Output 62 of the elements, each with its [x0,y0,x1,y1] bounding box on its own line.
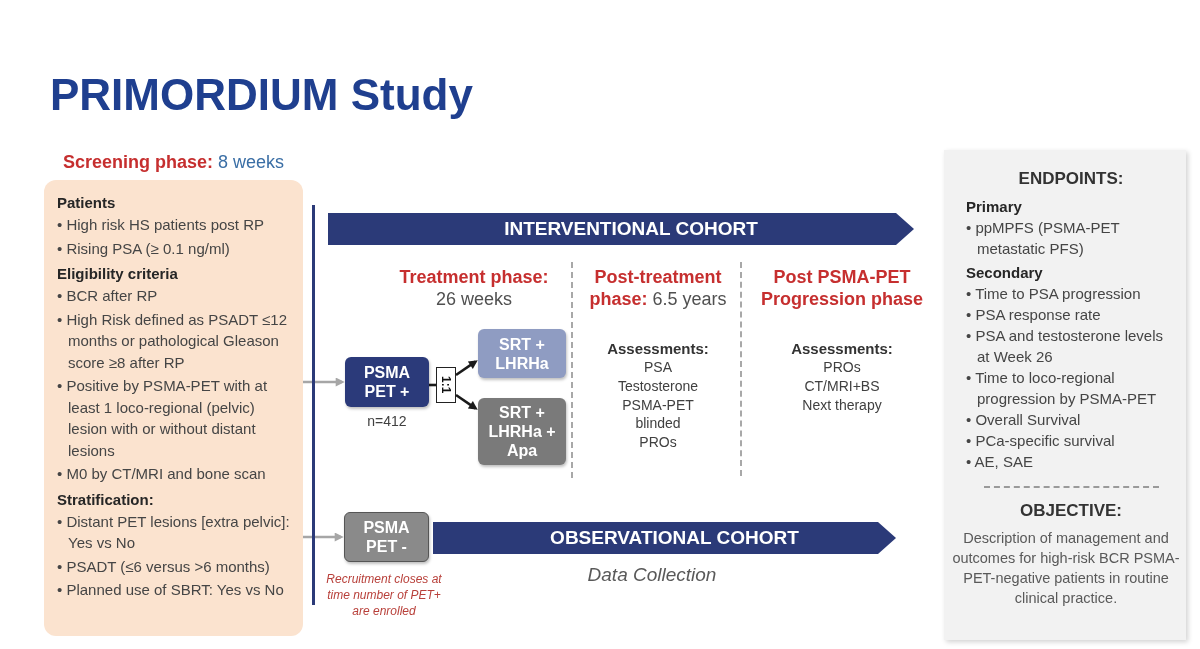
list-item: • BCR after RP [57,286,158,306]
list-item: • PCa-specific survival [966,431,1115,451]
list-item: CT/MRI+BS [804,378,880,394]
arrow [303,532,344,542]
footnote-text: Recruitment closes at time number of PET+ are enrolled [325,571,443,619]
column-heading: Assessments: [791,340,893,357]
paragraph: Description of management and outcomes for high-risk BCR PSMA-PET-negative patients in routine clinical practice. [951,529,1181,608]
cohort-banner [328,213,914,245]
list-item: Next therapy [802,397,882,413]
list-item: PROs [639,434,677,450]
list-item: • High risk HS patients post RP [57,215,264,235]
list-item: • ppMPFS (PSMA-PET metastatic PFS) [966,218,1121,259]
arrow [303,377,345,387]
phase-heading: Post PSMA-PET Progression phase [759,266,925,310]
cohort-banner [433,522,896,554]
list-item: • PSA response rate [966,305,1101,325]
status-box [345,357,429,407]
ratio-box [436,367,456,403]
phase-heading: Screening phase: 8 weeks [62,151,285,174]
section-heading: Secondary [966,263,1043,283]
list-item: • Time to PSA progression [966,284,1141,304]
list-item: PSA [644,359,672,375]
list-item: • Distant PET lesions [extra pelvic]: Yes vs No [57,511,291,553]
panel-heading: ENDPOINTS: [1018,168,1124,190]
section-heading: Eligibility criteria [57,264,178,284]
box-label: SRT + LHRHa [494,334,550,373]
panel-heading: OBJECTIVE: [1020,500,1122,522]
list-item: • Rising PSA (≥ 0.1 ng/ml) [57,238,230,259]
list-item: PROs [823,359,861,375]
banner-label: INTERVENTIONAL COHORT [504,218,758,240]
list-item: • PSA and testosterone levels at Week 26 [966,326,1165,367]
ratio-label: 1:1 [439,376,453,394]
section-heading: Primary [966,197,1022,217]
banner-label: OBSERVATIONAL COHORT [550,527,799,549]
list-item: • Planned use of SBRT: Yes vs No [57,580,284,600]
list-item: • M0 by CT/MRI and bone scan [57,464,266,484]
sample-size-label: n=412 [367,413,407,429]
list-item: • PSADT (≤6 versus >6 months) [57,556,270,577]
box-label: PSMA PET + [362,363,412,401]
list-item: Testosterone [617,378,699,394]
caption-text: Data Collection [587,564,717,586]
phase-heading: Post-treatment phase: 6.5 years [588,266,728,310]
endpoints-panel [944,150,1186,640]
list-item: blinded [635,415,681,431]
list-item: • Positive by PSMA-PET with at least 1 loco-regional (pelvic) lesion with or without distant lesions [57,376,269,461]
box-label: SRT + LHRHa + Apa [487,403,557,460]
arrow [455,393,478,410]
section-heading: Stratification: [57,489,154,510]
arrow [455,360,478,377]
list-item: • Time to loco-regional progression by PSMA-PET [966,368,1158,409]
list-item: • Overall Survival [966,410,1081,430]
status-box [344,512,429,562]
list-item: • AE, SAE [966,452,1033,472]
section-heading: Patients [57,193,116,213]
phase-heading: Treatment phase: 26 weeks [398,266,550,310]
list-item: PSMA-PET [622,397,694,413]
treatment-arm-box [478,398,566,465]
column-heading: Assessments: [607,340,709,357]
treatment-arm-box [478,329,566,378]
slide-title: PRIMORDIUM Study [50,70,473,120]
list-item: • High Risk defined as PSADT ≤12 months or pathological Gleason score ≥8 after RP [57,309,288,373]
box-label: PSMA PET - [362,518,411,556]
